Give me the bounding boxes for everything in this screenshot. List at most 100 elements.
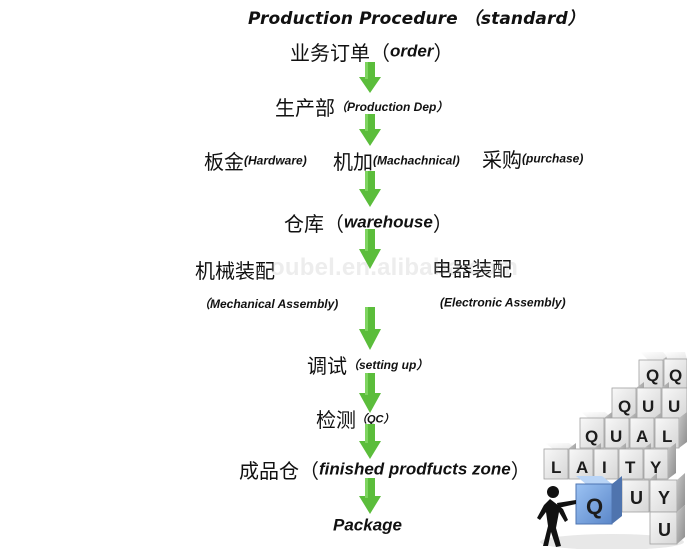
step-production-zh: 生产部 [275,96,335,120]
cube-letter-17: U [658,520,671,540]
flow-arrow-3-head [359,189,381,207]
step-package-en: Package [333,515,402,535]
flow-arrow-3-shaft [365,171,375,191]
cube-letter-11: A [576,458,588,477]
cube-letter-10: L [551,458,561,477]
step-mechanical-assembly-en-wrap: （Mechanical Assembly) [198,293,338,312]
step-order: 业务订单（order） [290,37,453,66]
step-mechanical-assembly-en: （Mechanical Assembly) [198,297,339,311]
cube-row3-1-top [581,412,612,418]
cubes-shadow [540,534,684,549]
flow-arrow-5-shaft [365,307,375,331]
watermark: oubel.en.alibaba.com [270,254,519,281]
cube-row4-5-side [668,443,676,479]
cube-letter-2: Q [669,366,682,385]
step-machining: 机加(Machachnical) [333,146,460,175]
step-purchase-en: (purchase) [522,151,584,166]
flow-arrow-2-head [359,129,381,146]
blue-cube: Q [575,476,622,525]
cube-top-left-top [640,352,671,360]
flow-arrow-5-head [359,329,381,350]
step-finished-end: ） [510,459,531,483]
cube-row5-3-side [677,505,685,544]
cube-row5-2-side [677,473,685,512]
flow-arrow-8-highlight [365,478,368,498]
cube-row5-3: U [649,505,685,545]
cube-letter-1: Q [646,366,659,385]
flow-arrow-8-shaft [365,478,375,498]
flow-arrow-5-highlight [365,307,368,331]
cube-row4-1-top [545,443,577,449]
flow-arrow-4 [359,229,381,269]
flow-arrow-3 [359,171,381,207]
cube-row3-4-side [679,412,687,448]
step-machining-zh: 机加 [333,150,373,174]
step-warehouse-zh: 仓库（ [284,212,344,236]
flow-arrow-4-highlight [365,229,368,251]
flow-arrow-1-head [359,77,381,93]
flow-arrow-6-highlight [365,373,368,395]
cube-row5-3-front [649,511,678,545]
cube-row3-2-front [604,417,630,449]
cube-letter-4: U [642,397,654,416]
cube-letter-15: U [630,488,643,508]
flow-arrow-7-highlight [365,424,368,443]
cube-row3-2: U [604,412,637,449]
cube-top-right: Q [663,352,687,389]
cube-letter-3: Q [618,397,631,416]
cube-top-left: Q [638,352,671,389]
cube-letter-7: U [610,427,622,446]
cube-letter-9: L [662,427,672,446]
step-finished-zh: 成品仓（ [239,459,319,483]
step-purchase: 采购(purchase) [482,144,583,173]
flow-arrow-4-shaft [365,229,375,251]
figure-arm [557,500,576,508]
blue-cube-front [575,483,613,525]
flow-arrow-1-highlight [365,62,368,79]
flow-arrow-4-head [359,249,381,269]
step-mechanical-assembly-zh: 机械装配 [195,259,275,283]
step-order-en: order [390,41,434,61]
flow-arrow-8 [359,478,381,514]
step-hardware: 板金(Hardware) [204,146,307,175]
step-qc: 检测（QC） [316,404,395,433]
cube-letter-8: A [636,427,648,446]
flow-arrow-6 [359,373,381,413]
cube-row3-1-front [579,417,605,449]
step-qc-zh: 检测 [316,408,356,432]
figure-body [537,499,568,547]
flow-arrow-1-shaft [365,62,375,79]
step-warehouse-en: warehouse [344,212,433,232]
flow-arrow-6-shaft [365,373,375,395]
flow-arrow-3-highlight [365,171,368,191]
quality-cubes-illustration: Q Q Q U U Q [537,352,687,549]
step-setting-up: 调试（setting up） [307,350,428,379]
step-electronic-assembly-en-wrap: (Electronic Assembly) [440,292,566,311]
step-hardware-zh: 板金 [204,150,244,174]
step-mechanical-assembly-zh-wrap: 机械装配 [195,255,275,284]
cube-letter-14: Y [650,458,662,477]
flow-arrow-1 [359,62,381,93]
step-qc-en: （QC） [356,413,395,426]
cube-letter-18: Q [586,494,603,519]
cube-top-right-top [665,352,687,359]
step-electronic-assembly-zh: 电器装配 [432,257,512,281]
step-finished-en: finished prodfucts zone [319,459,511,479]
flow-arrow-7 [359,424,381,459]
diagram-title: Production Procedure （standard） [248,9,585,29]
pushing-figure [537,486,576,547]
cube-letter-13: T [625,458,636,477]
flow-arrow-5 [359,307,381,350]
step-setting-up-en: （setting up） [347,358,429,372]
cube-row2-3: U [661,387,687,419]
step-electronic-assembly-en: (Electronic Assembly) [440,295,566,310]
step-warehouse: 仓库（warehouse） [284,208,453,237]
cube-row3-4: L [654,412,687,449]
cube-row5-2: Y [649,473,685,513]
step-electronic-assembly-zh-wrap: 电器装配 [432,253,512,282]
cube-row4-5: Y [643,443,676,480]
flow-arrow-2-highlight [365,114,368,131]
cube-row2-1-front [611,387,637,419]
step-purchase-zh: 采购 [482,148,522,172]
step-setting-up-zh: 调试 [307,354,347,378]
